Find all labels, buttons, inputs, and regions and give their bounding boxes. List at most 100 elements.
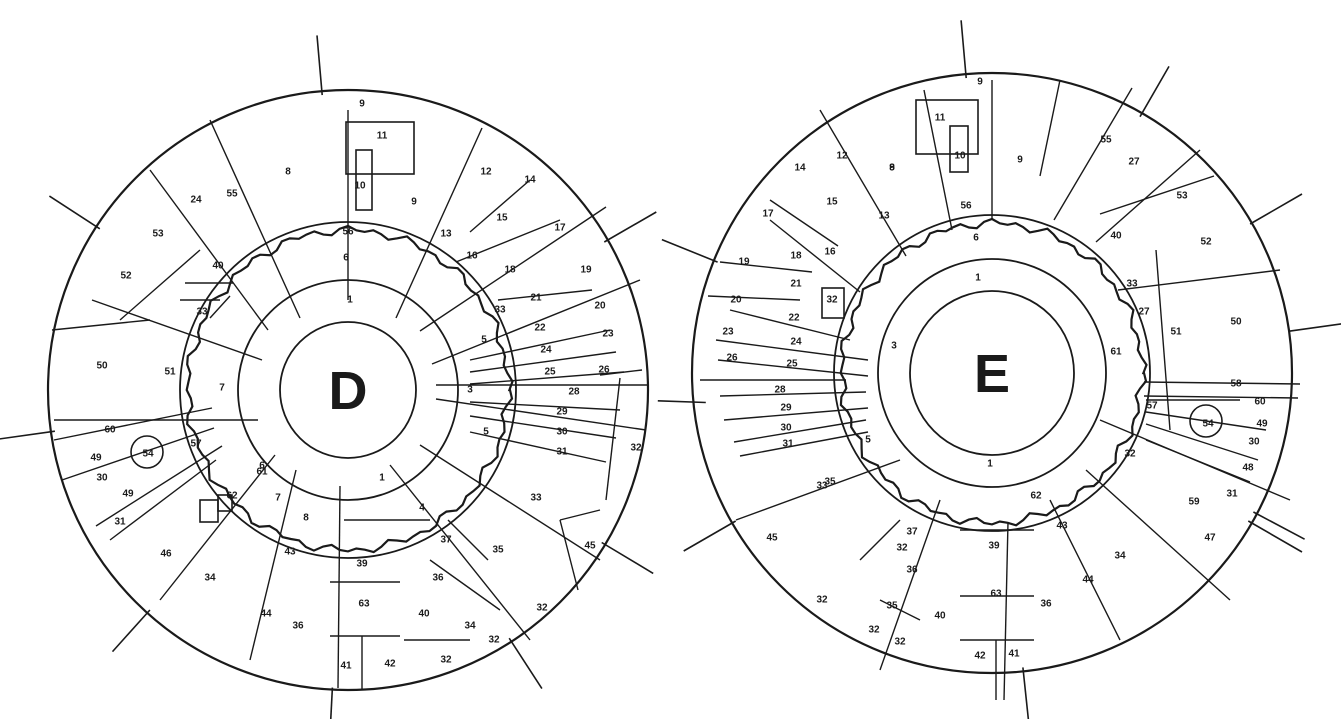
zone-number: 1 [347, 295, 353, 306]
ring-3 [909, 290, 1075, 456]
zone-number: 53 [152, 229, 164, 240]
zone-box [199, 499, 219, 523]
zone-number: 32 [894, 637, 906, 648]
zone-number: 36 [292, 621, 304, 632]
zone-number: 39 [988, 541, 1000, 552]
zone-divider [1145, 423, 1259, 461]
zone-number: 24 [540, 345, 552, 356]
zone-number: 18 [504, 265, 516, 276]
zone-divider [769, 219, 861, 293]
zone-number: 5 [865, 435, 871, 446]
zone-divider [419, 444, 601, 561]
zone-number: 7 [219, 383, 225, 394]
zone-number: 49 [90, 453, 102, 464]
zone-number: 32 [630, 443, 642, 454]
zone-divider [249, 469, 297, 661]
collarette-ring [185, 224, 514, 554]
zone-divider [469, 431, 607, 463]
zone-number: 20 [594, 301, 606, 312]
zone-number: 63 [990, 589, 1002, 600]
zone-box [345, 121, 415, 175]
zone-divider [1145, 411, 1267, 431]
zone-number: 62 [226, 491, 238, 502]
zone-number: 10 [354, 181, 366, 192]
zone-box [821, 287, 845, 319]
zone-number: 14 [794, 163, 806, 174]
zone-number: 16 [466, 251, 478, 262]
zone-number: 45 [584, 541, 596, 552]
zone-divider [1003, 521, 1009, 701]
zone-number: 51 [1170, 327, 1182, 338]
zone-number: 12 [480, 167, 492, 178]
tick-mark [111, 609, 151, 653]
zone-number: 30 [780, 423, 792, 434]
zone-divider [733, 419, 867, 443]
tick-mark [48, 195, 101, 230]
zone-number: 26 [598, 365, 610, 376]
zone-number: 42 [974, 651, 986, 662]
zone-number: 19 [580, 265, 592, 276]
zone-divider [717, 359, 869, 377]
zone-number: 3 [891, 341, 897, 352]
zone-number: 32 [536, 603, 548, 614]
zone-divider [769, 199, 839, 247]
zone-number: 1 [987, 459, 993, 470]
zone-number: 14 [524, 175, 536, 186]
zone-circle [130, 435, 164, 469]
zone-circle [1189, 404, 1223, 438]
tick-mark [0, 430, 56, 440]
zone-divider [1099, 175, 1215, 215]
zone-number: 13 [440, 229, 452, 240]
zone-number: 32 [440, 655, 452, 666]
collarette-ring [839, 217, 1148, 527]
zone-divider [707, 295, 801, 301]
zone-divider [723, 407, 869, 421]
zone-divider [735, 459, 901, 521]
zone-divider [447, 519, 489, 561]
zone-number: 34 [464, 621, 476, 632]
zone-number: 43 [1056, 521, 1068, 532]
zone-divider [719, 261, 813, 273]
zone-number: 9 [977, 77, 983, 88]
zone-number: 40 [934, 611, 946, 622]
zone-number: 37 [440, 535, 452, 546]
ring-2 [877, 258, 1107, 488]
zone-number: 37 [906, 527, 918, 538]
zone-number: 30 [96, 473, 108, 484]
zone-divider [209, 119, 301, 319]
zone-number: 36 [906, 565, 918, 576]
zone-divider [469, 401, 621, 411]
zone-divider [91, 299, 263, 361]
zone-number: 24 [790, 337, 802, 348]
zone-number: 60 [104, 425, 116, 436]
zone-divider [879, 599, 921, 621]
zone-number: 57 [1146, 401, 1158, 412]
zone-divider [1039, 79, 1061, 177]
zone-number: 50 [96, 361, 108, 372]
zone-number: 63 [358, 599, 370, 610]
zone-number: 6 [343, 253, 349, 264]
zone-number: 9 [1017, 155, 1023, 166]
tick-mark [1247, 520, 1303, 553]
zone-divider [719, 391, 867, 397]
zone-number: 27 [1128, 157, 1140, 168]
zone-number: 51 [164, 367, 176, 378]
zone-number: 9 [889, 163, 895, 174]
zone-number: 22 [788, 313, 800, 324]
zone-box [217, 494, 233, 512]
zone-number: 8 [303, 513, 309, 524]
zone-number: 61 [1110, 347, 1122, 358]
zone-number: 22 [534, 323, 546, 334]
zone-divider [159, 454, 276, 601]
zone-divider [119, 249, 201, 321]
zone-divider [1155, 249, 1171, 431]
zone-divider [859, 519, 901, 561]
zone-number: 31 [114, 517, 126, 528]
zone-number: 33 [196, 307, 208, 318]
zone-number: 32 [868, 625, 880, 636]
zone-number: 21 [530, 293, 542, 304]
zone-number: 12 [836, 151, 848, 162]
zone-number: 34 [204, 573, 216, 584]
zone-number: 31 [556, 447, 568, 458]
